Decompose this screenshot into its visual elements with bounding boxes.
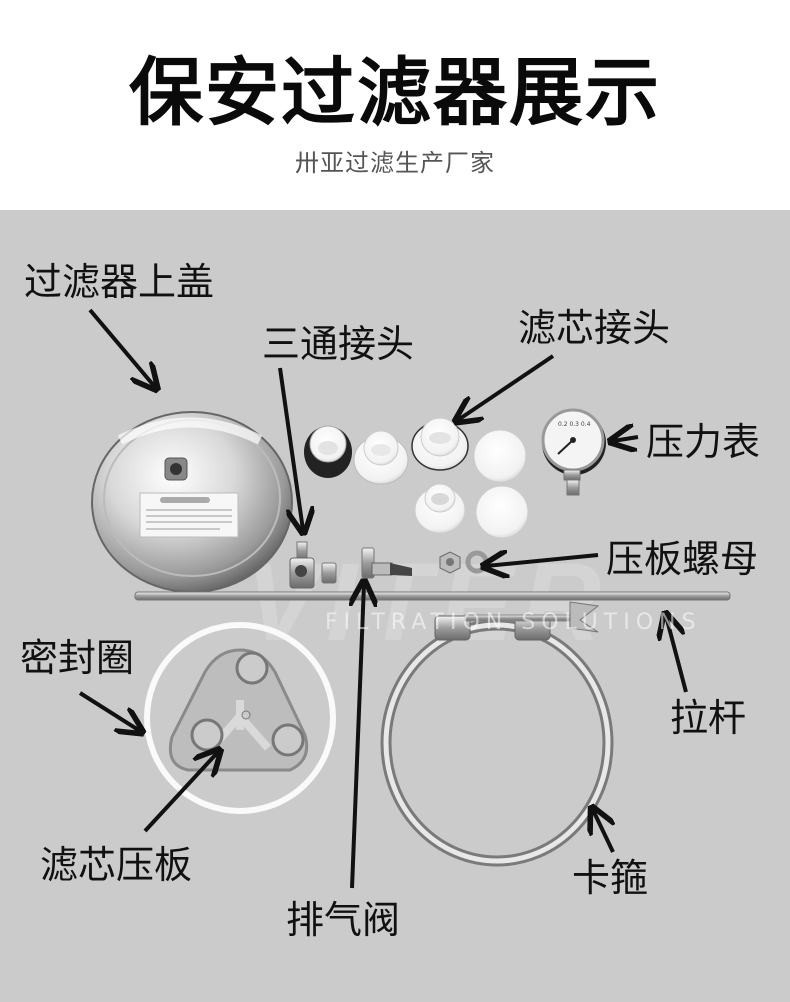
- callout-arrows: [78, 308, 688, 889]
- clamp-image: [380, 601, 614, 867]
- label-plate-nut: 压板螺母: [606, 537, 759, 581]
- cartridge-plate-image: [168, 648, 309, 772]
- label-cartridge-plate: 滤芯压板: [40, 843, 193, 887]
- label-tie-rod: 拉杆: [670, 696, 747, 740]
- arrow-plate-nut: [486, 555, 599, 566]
- label-cartridge-adapter: 滤芯接头: [518, 306, 671, 350]
- label-clamp: 卡箍: [572, 856, 649, 900]
- label-top-cover: 过滤器上盖: [24, 260, 215, 304]
- svg-text:0.2 0.3 0.4: 0.2 0.3 0.4: [558, 421, 591, 428]
- arrow-clamp: [593, 810, 613, 853]
- page-header: 保安过滤器展示 卅亚过滤生产厂家: [0, 0, 790, 210]
- arrow-vent-valve: [352, 584, 364, 889]
- label-seal-ring: 密封圈: [20, 636, 135, 680]
- tee-fitting-image: [289, 541, 337, 589]
- arrow-top-cover: [88, 308, 155, 387]
- arrow-seal-ring: [78, 691, 140, 731]
- product-parts-panel: VITER: [0, 210, 790, 1002]
- label-tee-fitting: 三通接头: [262, 322, 415, 366]
- arrow-tie-rod: [666, 616, 688, 693]
- watermark-tagline: FILTRATION SOLUTIONS: [325, 610, 702, 635]
- parts-illustration: VITER: [78, 308, 731, 889]
- tie-rod-image: [134, 591, 731, 601]
- page-subtitle: 卅亚过滤生产厂家: [295, 149, 495, 177]
- arrow-pressure-gauge: [613, 437, 639, 441]
- arrow-tee-fitting: [278, 367, 303, 530]
- label-pressure-gauge: 压力表: [646, 420, 761, 464]
- page-title: 保安过滤器展示: [129, 50, 661, 136]
- arrow-cartridge-adapter: [458, 354, 555, 420]
- arrow-cartridge-plate: [143, 752, 218, 833]
- filter-top-cover-image: [91, 411, 293, 593]
- pressure-gauge-image: 0.2 0.3 0.4: [541, 408, 606, 496]
- vent-valve-image: [361, 547, 412, 579]
- label-vent-valve: 排气阀: [286, 898, 401, 942]
- cartridge-adapters-image: [304, 417, 529, 539]
